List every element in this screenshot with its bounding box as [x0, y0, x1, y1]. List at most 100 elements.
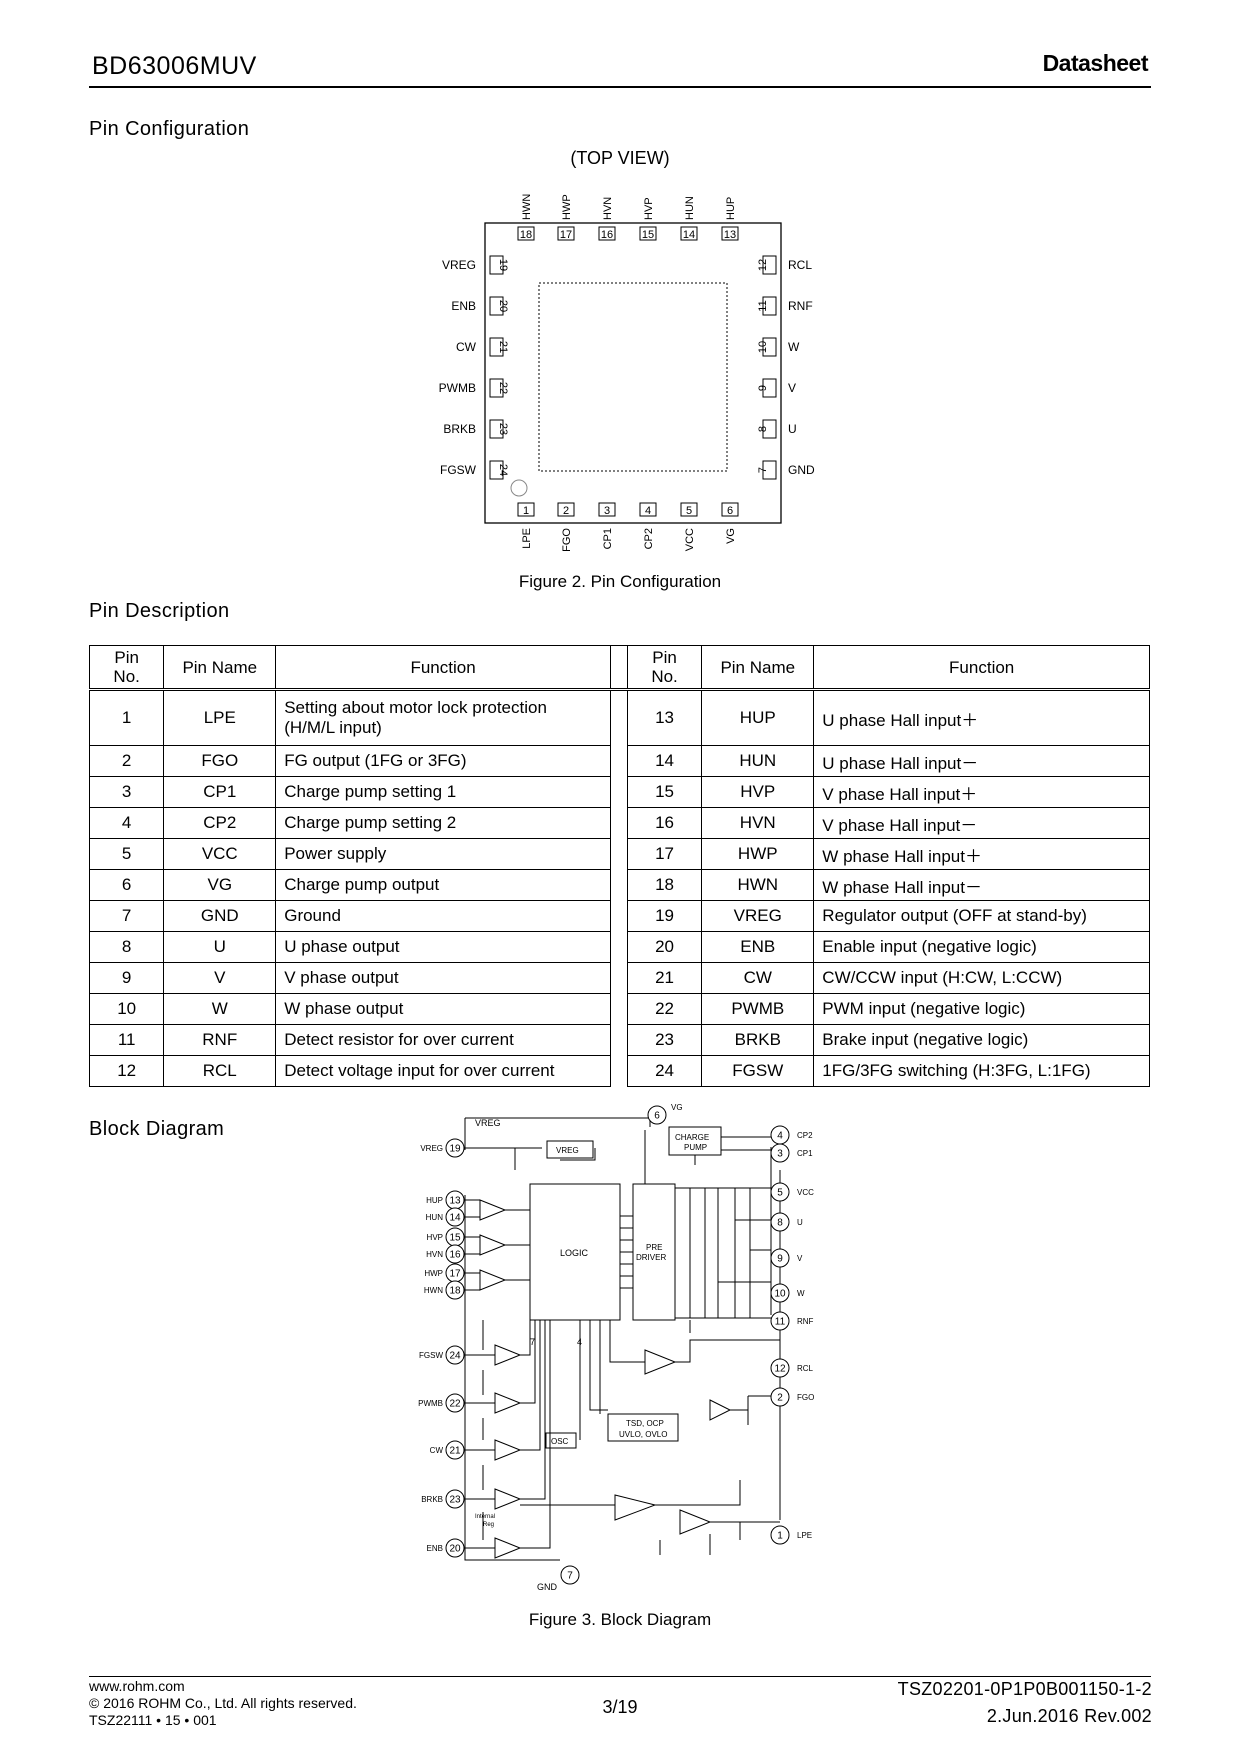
pin-name-cell: RCL: [163, 1055, 277, 1087]
pin-name-cell: FGSW: [701, 1055, 815, 1087]
bottom-pin-box: [680, 502, 698, 517]
bd-right-pin: [770, 1212, 790, 1232]
exposed-pad: [538, 282, 728, 472]
bd-left-pin-number: 15: [449, 1233, 461, 1244]
header-rule: [89, 86, 1151, 88]
bottom-pin-number: 3: [604, 505, 610, 517]
pin-name-cell: VCC: [163, 838, 277, 870]
col-function-2: Function: [813, 645, 1150, 690]
bd-right-pin-name: CP1: [797, 1149, 813, 1158]
top-pin-name: HVN: [602, 197, 614, 220]
bottom-pin-name: CP2: [643, 528, 655, 549]
bd-right-pin-name: RNF: [797, 1317, 814, 1326]
pin-name-cell: GND: [163, 900, 277, 932]
pre-label-1: PRE: [646, 1243, 662, 1252]
bd-left-pin-name: HVN: [426, 1250, 443, 1259]
left-pin-number: 20: [497, 300, 509, 312]
bd-right-pin-name: CP2: [797, 1131, 813, 1140]
pin-no-cell: 19: [626, 900, 703, 932]
pin-name-cell: HVN: [701, 807, 815, 839]
pin-name-cell: V: [163, 962, 277, 994]
bd-left-pin: [445, 1345, 465, 1365]
bd-right-pin-number: 10: [774, 1289, 786, 1300]
pin-name-cell: ENB: [701, 931, 815, 963]
top-pin-number: 15: [642, 229, 654, 241]
top-pin-box: [639, 226, 657, 241]
right-pin-name: RNF: [788, 299, 813, 313]
function-cell: Brake input (negative logic): [813, 1024, 1150, 1056]
footer-url[interactable]: www.rohm.com: [89, 1678, 185, 1694]
bd-left-pin-number: 19: [449, 1144, 461, 1155]
left-pin-box: [489, 460, 504, 480]
bd-left-pin-number: 17: [449, 1269, 461, 1280]
gap-cell: [609, 807, 628, 839]
left-pin-name: PWMB: [439, 381, 476, 395]
vreg-label: VREG: [475, 1118, 501, 1128]
frame-lines: [464, 1117, 781, 1561]
bus-4-label: 4: [577, 1337, 582, 1347]
internal-label-1: Internal: [475, 1514, 495, 1520]
left-pin-name: FGSW: [440, 463, 477, 477]
right-pin-number: 12: [757, 259, 769, 271]
bd-left-pin-number: 21: [449, 1446, 461, 1457]
pin-no-cell: 21: [626, 962, 703, 994]
right-pin-box: [762, 337, 777, 357]
tsd-label-2: UVLO, OVLO: [619, 1430, 667, 1439]
right-pin-name: RCL: [788, 258, 812, 272]
osc-block: [545, 1432, 577, 1449]
function-cell: U phase output: [275, 931, 611, 963]
function-cell: Detect voltage input for over current: [275, 1055, 611, 1087]
bd-left-pin-name: CW: [430, 1446, 444, 1455]
function-cell: W phase output: [275, 993, 611, 1025]
bd-top-pin-number: 6: [654, 1111, 660, 1122]
pin-name-cell: HWN: [701, 869, 815, 901]
pin-no-cell: 20: [626, 931, 703, 963]
bd-left-pin-number: 23: [449, 1495, 461, 1506]
bd-right-pin-number: 12: [774, 1364, 786, 1375]
logic-label: LOGIC: [560, 1248, 589, 1258]
top-pin-number: 17: [560, 229, 572, 241]
col-pin-name-2: Pin Name: [701, 645, 815, 690]
top-pin-name: HWN: [521, 194, 533, 220]
charge-label-2: PUMP: [684, 1143, 707, 1152]
top-pin-box: [557, 226, 575, 241]
bottom-pin-name: VG: [725, 528, 737, 544]
doc-type-label: Datasheet: [1042, 50, 1149, 76]
bottom-pin-name: FGO: [561, 528, 573, 552]
bottom-pin-name: VCC: [684, 528, 696, 551]
pre-label-2: DRIVER: [636, 1253, 666, 1262]
function-cell: W phase Hall input－: [813, 869, 1150, 901]
bd-left-pin-name: FGSW: [419, 1351, 443, 1360]
top-pin-box: [721, 226, 739, 241]
bottom-pin-number: 1: [523, 505, 529, 517]
bd-right-pin-number: 8: [777, 1218, 783, 1229]
left-pin-number: 21: [497, 341, 509, 353]
bd-left-pin-name: HUP: [426, 1196, 443, 1205]
bd-right-pin-name: U: [797, 1218, 803, 1227]
bd-right-pin: [770, 1387, 790, 1407]
bd-left-pin-number: 24: [449, 1351, 461, 1362]
bottom-pin-number: 6: [727, 505, 733, 517]
pin-name-cell: U: [163, 931, 277, 963]
function-cell: CW/CCW input (H:CW, L:CCW): [813, 962, 1150, 994]
pin1-marker: [510, 479, 528, 497]
bottom-pin-box: [598, 502, 616, 517]
top-view-label: (TOP VIEW): [570, 148, 670, 168]
function-cell: W phase Hall input＋: [813, 838, 1150, 870]
left-pin-number: 23: [497, 423, 509, 435]
pin-name-cell: HWP: [701, 838, 815, 870]
vreg-block-label: VREG: [556, 1146, 579, 1155]
bd-right-pin-name: VCC: [797, 1188, 814, 1197]
pin-no-cell: 5: [88, 838, 165, 870]
pin-name-cell: CP1: [163, 776, 277, 808]
pin-name-cell: PWMB: [701, 993, 815, 1025]
osc-label: OSC: [551, 1437, 569, 1446]
right-pin-box: [762, 255, 777, 275]
